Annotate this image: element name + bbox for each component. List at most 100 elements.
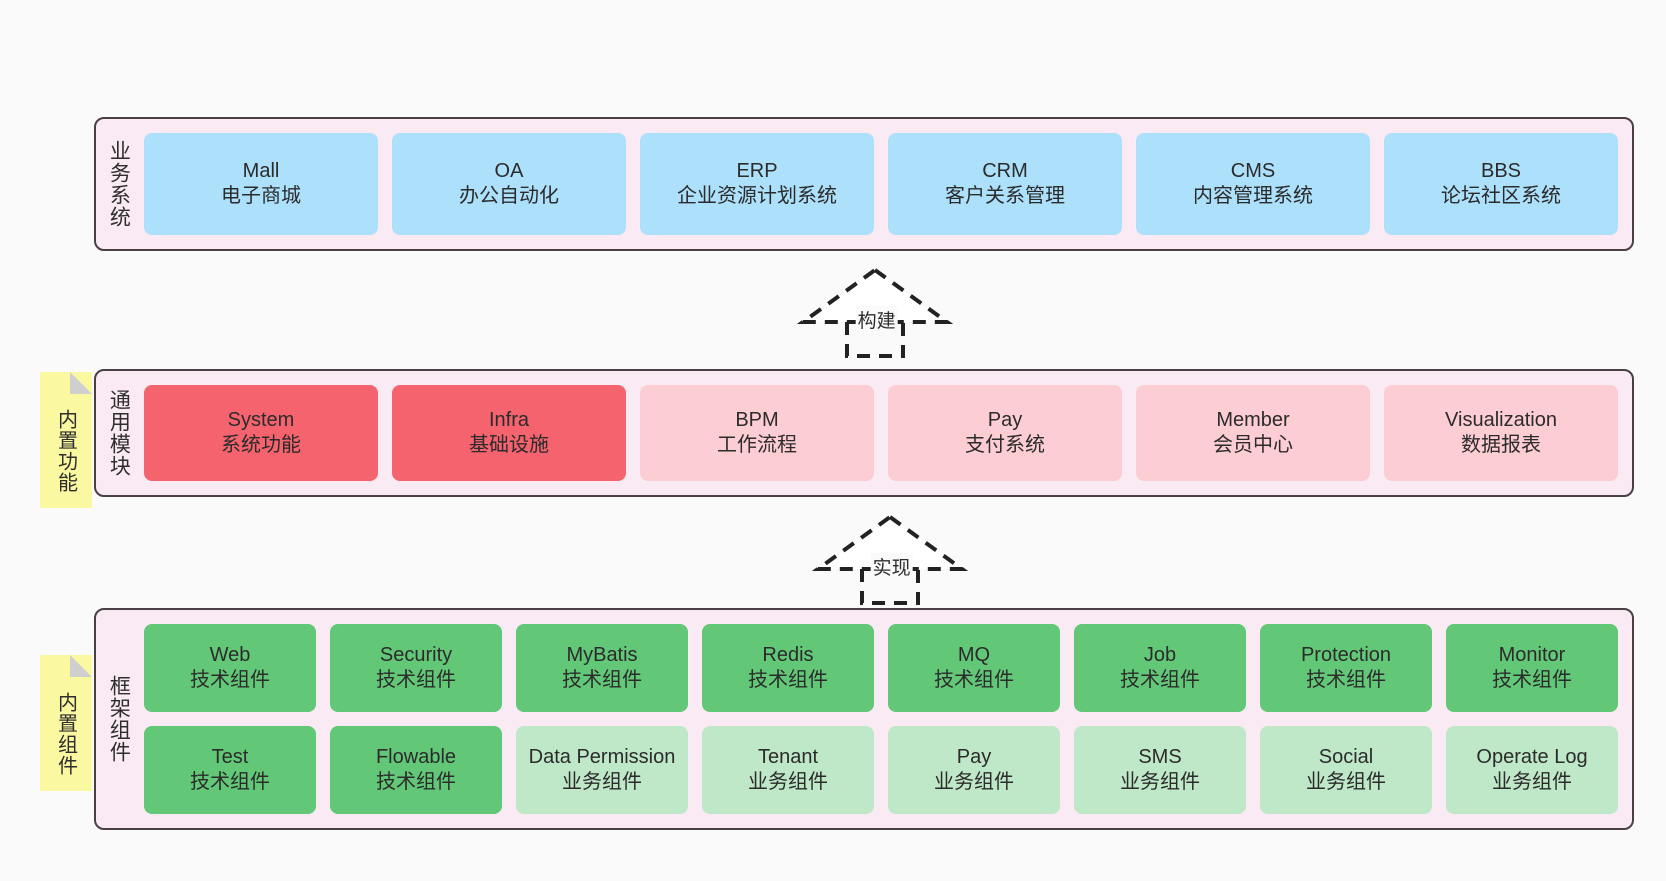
card-title: Test	[211, 745, 249, 768]
card-title: SMS	[1138, 745, 1182, 768]
card-title: Pay	[956, 745, 992, 768]
card-subtitle: 技术组件	[190, 669, 270, 691]
card-operate-log[interactable]: Operate Log 业务组件	[1446, 726, 1618, 814]
card-subtitle: 办公自动化	[459, 185, 559, 207]
card-subtitle: 系统功能	[221, 434, 301, 456]
card-subtitle: 技术组件	[1306, 669, 1386, 691]
card-title: MyBatis	[566, 643, 638, 666]
card-title: CMS	[1230, 159, 1276, 182]
card-title: Pay	[987, 408, 1023, 431]
card-test[interactable]: Test 技术组件	[144, 726, 316, 814]
card-subtitle: 工作流程	[717, 434, 797, 456]
card-title: Mall	[242, 159, 280, 182]
card-title: Redis	[762, 643, 814, 666]
card-subtitle: 业务组件	[562, 771, 642, 793]
card-mall[interactable]: Mall 电子商城	[144, 133, 378, 235]
layer-title-common-modules: 通用模块	[107, 389, 131, 477]
card-title: Job	[1143, 643, 1177, 666]
card-visualization[interactable]: Visualization 数据报表	[1384, 385, 1618, 481]
layer-common-modules: 通用模块 System 系统功能 Infra 基础设施 BPM 工作流程 Pay…	[94, 369, 1634, 497]
card-subtitle: 技术组件	[190, 771, 270, 793]
card-oa[interactable]: OA 办公自动化	[392, 133, 626, 235]
layer-title-framework-components: 框架组件	[107, 675, 131, 763]
card-mybatis[interactable]: MyBatis 技术组件	[516, 624, 688, 712]
card-subtitle: 支付系统	[965, 434, 1045, 456]
layer-framework-components: 框架组件 Web 技术组件 Security 技术组件 MyBatis 技术组件…	[94, 608, 1634, 830]
card-security[interactable]: Security 技术组件	[330, 624, 502, 712]
card-subtitle: 会员中心	[1213, 434, 1293, 456]
layer-body-framework-components: Web 技术组件 Security 技术组件 MyBatis 技术组件 Redi…	[140, 610, 1632, 828]
card-subtitle: 技术组件	[934, 669, 1014, 691]
card-redis[interactable]: Redis 技术组件	[702, 624, 874, 712]
card-subtitle: 技术组件	[376, 669, 456, 691]
card-title: Security	[379, 643, 453, 666]
card-sms[interactable]: SMS 业务组件	[1074, 726, 1246, 814]
connector-implement-label: 实现	[870, 553, 913, 580]
layer-business-systems: 业务系统 Mall 电子商城 OA 办公自动化 ERP 企业资源计划系统 CRM…	[94, 117, 1634, 251]
card-title: Infra	[488, 408, 530, 431]
card-bbs[interactable]: BBS 论坛社区系统	[1384, 133, 1618, 235]
card-title: Social	[1318, 745, 1374, 768]
card-erp[interactable]: ERP 企业资源计划系统	[640, 133, 874, 235]
note-fold-corner	[70, 372, 92, 394]
layer-title-business-systems: 业务系统	[107, 140, 131, 228]
card-title: BBS	[1480, 159, 1522, 182]
card-title: CRM	[982, 159, 1028, 182]
card-infra[interactable]: Infra 基础设施	[392, 385, 626, 481]
card-subtitle: 技术组件	[562, 669, 642, 691]
card-title: Web	[209, 643, 251, 666]
card-title: OA	[494, 159, 524, 182]
framework-row-business: Test 技术组件 Flowable 技术组件 Data Permission …	[144, 726, 1618, 814]
card-subtitle: 企业资源计划系统	[677, 185, 837, 207]
layer-body-common-modules: System 系统功能 Infra 基础设施 BPM 工作流程 Pay 支付系统…	[140, 371, 1632, 495]
card-title: Monitor	[1498, 643, 1566, 666]
card-member[interactable]: Member 会员中心	[1136, 385, 1370, 481]
card-subtitle: 客户关系管理	[945, 185, 1065, 207]
card-data-permission[interactable]: Data Permission 业务组件	[516, 726, 688, 814]
card-social[interactable]: Social 业务组件	[1260, 726, 1432, 814]
card-web[interactable]: Web 技术组件	[144, 624, 316, 712]
card-subtitle: 数据报表	[1461, 434, 1541, 456]
card-subtitle: 业务组件	[1306, 771, 1386, 793]
connector-build-label: 构建	[855, 306, 898, 333]
card-subtitle: 论坛社区系统	[1441, 185, 1561, 207]
card-title: Tenant	[757, 745, 819, 768]
card-subtitle: 技术组件	[748, 669, 828, 691]
connector-build: 构建	[795, 266, 955, 358]
card-monitor[interactable]: Monitor 技术组件	[1446, 624, 1618, 712]
note-label: 内置组件	[54, 692, 77, 776]
card-title: Visualization	[1445, 408, 1557, 431]
card-title: BPM	[735, 408, 779, 431]
note-fold-corner	[70, 655, 92, 677]
card-title: Operate Log	[1476, 745, 1588, 768]
card-pay-component[interactable]: Pay 业务组件	[888, 726, 1060, 814]
card-subtitle: 基础设施	[469, 434, 549, 456]
card-pay-module[interactable]: Pay 支付系统	[888, 385, 1122, 481]
note-builtin-features: 内置功能	[40, 372, 92, 508]
card-protection[interactable]: Protection 技术组件	[1260, 624, 1432, 712]
card-title: MQ	[957, 643, 991, 666]
card-title: ERP	[736, 159, 778, 182]
card-tenant[interactable]: Tenant 业务组件	[702, 726, 874, 814]
card-subtitle: 电子商城	[221, 185, 301, 207]
connector-implement: 实现	[810, 513, 970, 605]
card-job[interactable]: Job 技术组件	[1074, 624, 1246, 712]
card-flowable[interactable]: Flowable 技术组件	[330, 726, 502, 814]
framework-row-tech: Web 技术组件 Security 技术组件 MyBatis 技术组件 Redi…	[144, 624, 1618, 712]
card-subtitle: 业务组件	[934, 771, 1014, 793]
card-subtitle: 业务组件	[1492, 771, 1572, 793]
note-builtin-components: 内置组件	[40, 655, 92, 791]
card-title: Flowable	[375, 745, 457, 768]
card-title: Protection	[1300, 643, 1392, 666]
card-system[interactable]: System 系统功能	[144, 385, 378, 481]
layer-body-business-systems: Mall 电子商城 OA 办公自动化 ERP 企业资源计划系统 CRM 客户关系…	[140, 119, 1632, 249]
card-subtitle: 技术组件	[1492, 669, 1572, 691]
card-crm[interactable]: CRM 客户关系管理	[888, 133, 1122, 235]
card-cms[interactable]: CMS 内容管理系统	[1136, 133, 1370, 235]
card-bpm[interactable]: BPM 工作流程	[640, 385, 874, 481]
card-title: Data Permission	[528, 745, 676, 768]
card-mq[interactable]: MQ 技术组件	[888, 624, 1060, 712]
card-title: System	[227, 408, 295, 431]
card-subtitle: 业务组件	[748, 771, 828, 793]
